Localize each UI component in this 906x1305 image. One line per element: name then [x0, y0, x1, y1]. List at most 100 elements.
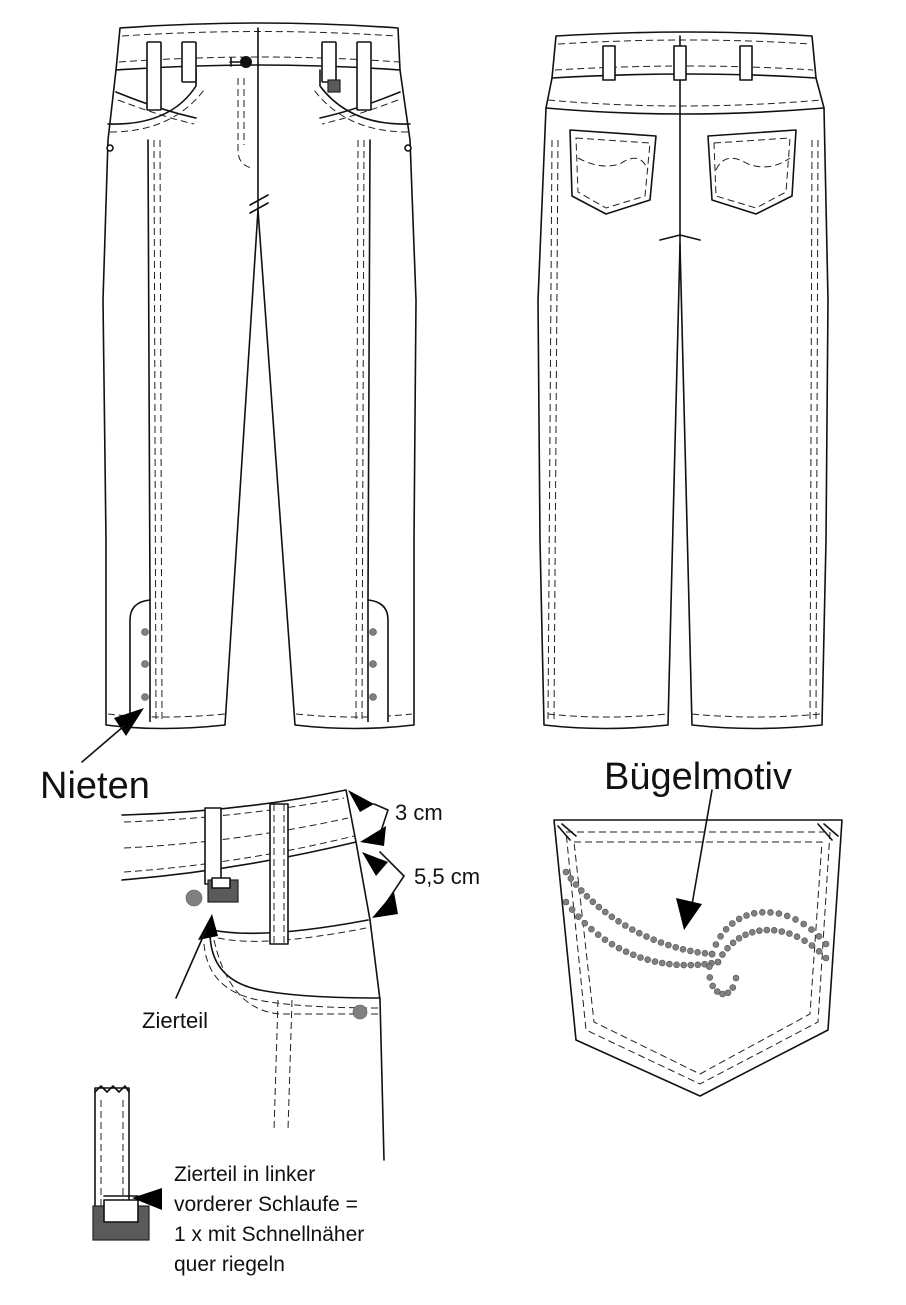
motif-stud — [709, 982, 717, 990]
motif-stud — [815, 932, 823, 940]
rivet-leader-line — [81, 725, 125, 763]
motif-stud — [719, 990, 726, 998]
motif-stud — [658, 959, 666, 967]
motif-stud — [568, 906, 576, 913]
motif-stud — [687, 947, 694, 955]
motif-stud — [719, 951, 726, 958]
motif-stud — [729, 939, 737, 947]
motif-stud — [666, 960, 673, 968]
dim-arrow-top-start — [348, 790, 374, 812]
motif-stud — [588, 925, 595, 933]
rivets-label: Nieten — [40, 765, 150, 807]
motif-stud — [793, 933, 801, 941]
motif-stud — [601, 908, 609, 916]
motif-stud — [615, 944, 623, 952]
dim-arrow-top-end — [360, 826, 386, 846]
motif-stud — [657, 939, 665, 946]
motif-stud — [583, 892, 591, 900]
motif-stud — [673, 961, 680, 969]
motif-stud — [651, 958, 659, 965]
motif-stud — [783, 912, 791, 920]
motif-stud — [786, 930, 793, 937]
motif-stud — [672, 943, 680, 951]
waist-detail-view — [121, 789, 405, 1161]
dimension-3cm-label: 3 cm — [395, 800, 443, 825]
motif-stud — [629, 951, 637, 959]
motif-stud — [732, 974, 740, 982]
motif-stud — [595, 903, 603, 911]
motif-stud — [601, 936, 609, 944]
motif-leader-line — [689, 789, 713, 917]
motif-stud — [594, 931, 602, 939]
motif-stud — [750, 909, 758, 917]
motif-stud — [575, 913, 582, 921]
motif-stud — [822, 940, 830, 948]
motif-stud — [801, 937, 808, 945]
motif-stud — [792, 916, 799, 923]
motif-stud — [577, 887, 585, 894]
motif-stud — [735, 915, 743, 923]
motif-stud — [694, 961, 702, 969]
motif-stud — [621, 922, 629, 929]
iron-on-motif-dots — [562, 868, 830, 998]
motif-stud — [622, 948, 630, 956]
motif-stud — [729, 984, 737, 991]
motif-stud — [679, 945, 687, 953]
motif-stud — [748, 928, 756, 936]
motif-stud — [572, 881, 580, 888]
motif-stud — [724, 989, 732, 997]
motif-stud — [808, 942, 816, 949]
iron-on-motif-label: Bügelmotiv — [604, 756, 792, 798]
motif-stud — [562, 898, 570, 906]
motif-stud — [775, 910, 783, 917]
motif-stud — [714, 958, 722, 966]
motif-arrow — [676, 898, 702, 930]
dim-arrow-bottom-end — [372, 892, 398, 918]
motif-stud — [705, 963, 713, 971]
motif-stud — [665, 941, 672, 949]
motif-stud — [767, 909, 774, 916]
motif-stud — [562, 868, 570, 876]
trim-piece-leader-line — [175, 929, 207, 999]
motif-stud — [615, 917, 622, 925]
motif-stud — [706, 974, 714, 981]
motif-stud — [644, 956, 652, 964]
motif-stud — [635, 929, 643, 937]
motif-stud — [712, 941, 720, 948]
motif-stud — [628, 926, 636, 933]
motif-stud — [581, 919, 589, 927]
motif-stud — [815, 947, 823, 955]
motif-stud — [728, 920, 736, 927]
motif-stud — [808, 926, 815, 933]
motif-stud — [680, 961, 688, 969]
dim-arrow-bottom-start — [362, 852, 388, 876]
motif-stud — [687, 961, 695, 969]
back-pocket-detail — [553, 819, 843, 1097]
motif-stud — [758, 908, 766, 916]
motif-stud — [708, 950, 716, 958]
motif-stud — [763, 926, 771, 934]
motif-stud — [717, 932, 724, 940]
motif-stud — [770, 926, 778, 934]
belt-loop-note: Zierteil in linker vorderer Schlaufe = 1… — [174, 1163, 365, 1276]
motif-stud — [650, 936, 658, 944]
motif-stud — [701, 949, 709, 957]
dimension-5-5cm-label: 5,5 cm — [414, 864, 481, 889]
motif-stud — [822, 954, 830, 962]
motif-stud — [800, 920, 808, 928]
trim-piece-arrow — [198, 914, 218, 940]
motif-stud — [722, 925, 730, 933]
motif-stud — [567, 875, 575, 882]
motif-stud — [742, 931, 749, 939]
motif-stud — [694, 948, 701, 956]
motif-stud — [713, 988, 721, 995]
jeans-back-view — [537, 31, 829, 730]
trim-piece-label: Zierteil — [142, 1008, 209, 1033]
motif-stud — [778, 928, 786, 935]
motif-stud — [637, 954, 644, 961]
motif-stud — [735, 934, 743, 942]
motif-stud — [608, 913, 616, 921]
motif-stud — [724, 944, 731, 952]
jeans-front-view — [102, 22, 417, 730]
